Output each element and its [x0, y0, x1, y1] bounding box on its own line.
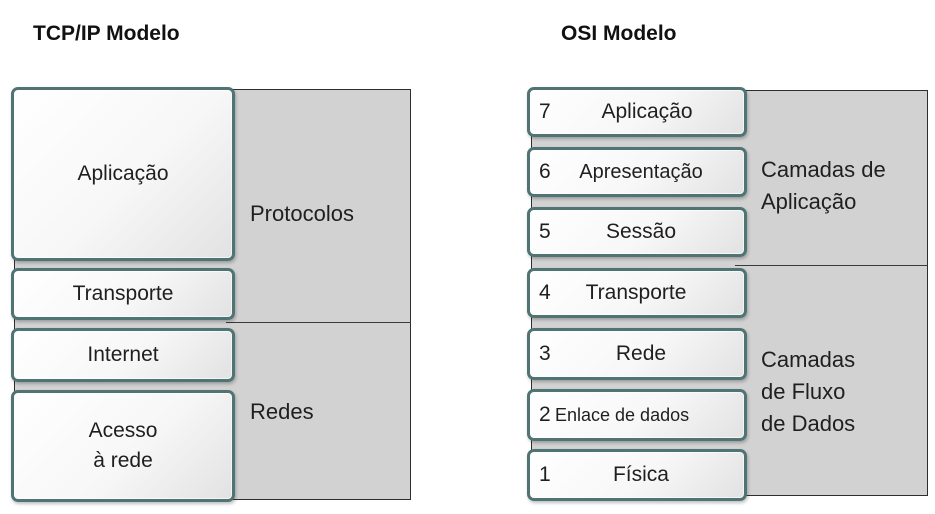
application-layers-group-label-line2: Aplicação [761, 189, 857, 214]
tcpip-layer-network-access-label-line2: à rede [93, 449, 153, 472]
osi-layer-2: 2 Enlace de dados [527, 389, 747, 441]
tcpip-layer-transport-label: Transporte [72, 282, 174, 305]
osi-layer-4-name: Transporte [585, 281, 687, 304]
tcpip-layer-internet-label: Internet [87, 343, 159, 366]
tcpip-layer-transport: Transporte [11, 268, 235, 320]
osi-layer-3: 3 Rede [527, 328, 747, 380]
tcpip-model-title: TCP/IP Modelo [33, 22, 180, 45]
tcpip-group-divider [226, 322, 411, 323]
networks-group-label: Redes [250, 399, 314, 424]
osi-layer-3-name: Rede [615, 342, 667, 365]
dataflow-layers-group-label-line2: de Fluxo [761, 379, 846, 404]
osi-group-divider [735, 265, 928, 266]
osi-layer-7: 7 Aplicação [527, 87, 747, 137]
protocols-group-label: Protocolos [250, 201, 354, 226]
osi-layer-6: 6 Apresentação [527, 147, 747, 197]
osi-layer-5-name: Sessão [605, 220, 677, 243]
osi-layer-3-number: 3 [539, 342, 551, 365]
osi-layer-7-name: Aplicação [601, 100, 693, 123]
dataflow-layers-group-label-line3: de Dados [761, 411, 856, 436]
osi-layer-4: 4 Transporte [527, 268, 747, 318]
osi-layer-1-number: 1 [539, 463, 551, 486]
tcpip-layer-application-label: Aplicação [77, 162, 169, 185]
application-layers-group-label: Camadas de Aplicação [761, 154, 886, 218]
osi-layer-6-name: Apresentação [579, 161, 703, 183]
tcpip-layer-internet: Internet [11, 328, 235, 382]
dataflow-layers-group-label: Camadas de Fluxo de Dados [761, 344, 855, 440]
osi-layer-2-name: Enlace de dados [555, 405, 690, 425]
tcpip-layer-application: Aplicação [11, 87, 235, 261]
osi-layer-1-name: Física [612, 463, 669, 486]
osi-layer-6-number: 6 [539, 160, 551, 183]
osi-layer-7-number: 7 [539, 100, 551, 123]
osi-layer-1: 1 Física [527, 449, 747, 501]
osi-layer-5-number: 5 [539, 220, 551, 243]
osi-model-title: OSI Modelo [561, 22, 677, 45]
osi-layer-4-number: 4 [539, 281, 551, 304]
dataflow-layers-group-label-line1: Camadas [761, 347, 856, 372]
application-layers-group-label-line1: Camadas de [761, 157, 886, 182]
tcpip-layer-network-access-label-line1: Acesso [88, 419, 158, 442]
osi-layer-5: 5 Sessão [527, 207, 747, 257]
tcpip-layer-network-access: Acesso à rede [11, 390, 235, 502]
osi-layer-2-number: 2 [539, 403, 551, 426]
